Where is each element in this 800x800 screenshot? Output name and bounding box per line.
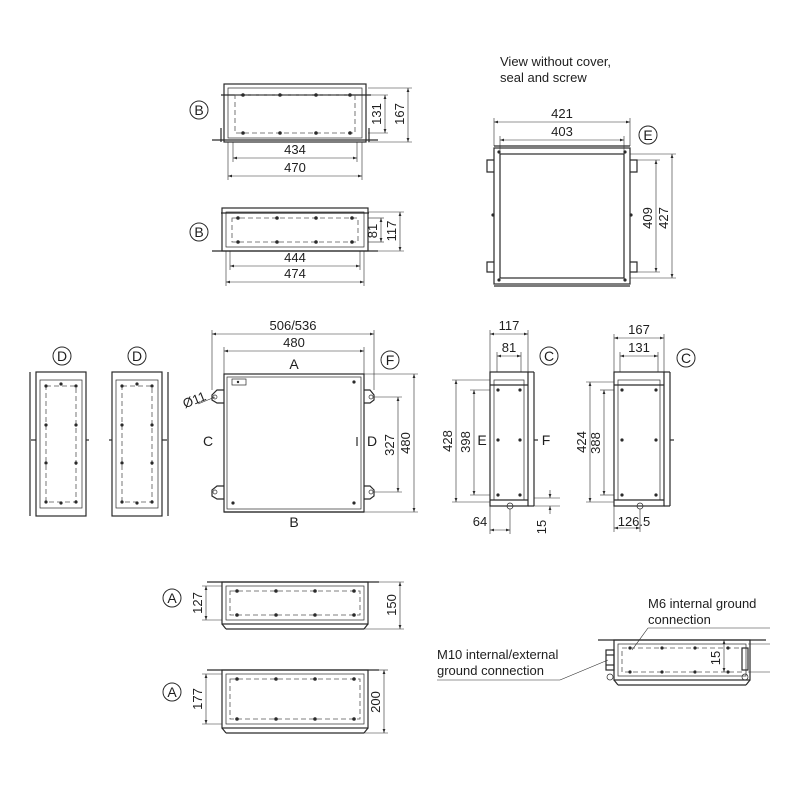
dim-b2-474: 474 xyxy=(284,266,306,281)
view-side-ef: C E F 117 81 428 398 64 xyxy=(440,318,560,534)
dim-front-506-536: 506/536 xyxy=(270,318,317,333)
dim-hole-11: Ø11 xyxy=(181,388,209,411)
dim-front-327: 327 xyxy=(382,434,397,456)
label-a1: A xyxy=(167,590,177,606)
dim-b2-81: 81 xyxy=(365,224,380,238)
callout-m6-line-2: connection xyxy=(648,612,711,627)
dim-side-c-424: 424 xyxy=(574,431,589,453)
dim-ground-15: 15 xyxy=(708,651,723,665)
dim-a2-177: 177 xyxy=(190,688,205,710)
side-label-e: E xyxy=(477,432,486,448)
label-circle-e xyxy=(638,125,658,145)
dim-side-c-131: 131 xyxy=(628,340,650,355)
dim-side-c-388: 388 xyxy=(588,432,603,454)
label-c2: C xyxy=(681,350,691,366)
callout-m10-line-1: M10 internal/external xyxy=(437,647,559,662)
dim-b1-131: 131 xyxy=(369,103,384,125)
label-circle-f xyxy=(380,350,400,370)
label-circle-c1 xyxy=(539,346,559,366)
dim-b1-470: 470 xyxy=(284,160,306,175)
note-line-1: View without cover, xyxy=(500,54,611,69)
side-label-f: F xyxy=(542,432,551,448)
dim-e-421: 421 xyxy=(551,106,573,121)
label-e: E xyxy=(643,127,652,143)
label-circle-d1 xyxy=(52,346,72,366)
label-circle-a1 xyxy=(162,588,182,608)
label-b1: B xyxy=(194,102,203,118)
view-d-left: D xyxy=(29,346,89,517)
view-e: E 421 403 409 427 xyxy=(486,106,676,287)
dim-e-409: 409 xyxy=(640,207,655,229)
dim-b1-434: 434 xyxy=(284,142,306,157)
dim-a1-127: 127 xyxy=(190,592,205,614)
dim-a1-150: 150 xyxy=(384,594,399,616)
label-d2: D xyxy=(132,348,142,364)
label-a2: A xyxy=(167,684,177,700)
dim-b2-444: 444 xyxy=(284,250,306,265)
view-side-c: C 167 131 424 388 126.5 xyxy=(574,322,696,532)
label-f: F xyxy=(386,352,395,368)
dim-side-e-428: 428 xyxy=(440,430,455,452)
label-circle-b2 xyxy=(189,222,209,242)
view-b-second: B 81 117 444 474 xyxy=(189,207,404,286)
front-label-b: B xyxy=(289,514,298,530)
dim-front-480-h: 480 xyxy=(398,432,413,454)
label-b2: B xyxy=(194,224,203,240)
dim-front-480-w: 480 xyxy=(283,335,305,350)
dim-side-e-398: 398 xyxy=(458,431,473,453)
nameplate xyxy=(231,378,247,386)
front-label-a: A xyxy=(289,356,299,372)
label-circle-a2 xyxy=(162,682,182,702)
front-label-c: C xyxy=(203,433,213,449)
dim-e-427: 427 xyxy=(656,207,671,229)
callout-m10-line-2: ground connection xyxy=(437,663,544,678)
label-c1: C xyxy=(544,348,554,364)
dim-side-e-15: 15 xyxy=(534,520,549,534)
dim-side-c-126-5: 126.5 xyxy=(618,514,651,529)
dim-e-403: 403 xyxy=(551,124,573,139)
view-ground-detail: 15 M6 internal ground connection M10 int… xyxy=(437,596,770,686)
view-b-top: B 131 167 434 470 xyxy=(189,83,412,180)
label-circle-b1 xyxy=(189,100,209,120)
dim-b1-167: 167 xyxy=(392,103,407,125)
dim-side-c-167: 167 xyxy=(628,322,650,337)
dim-side-e-64: 64 xyxy=(473,514,487,529)
dim-side-e-117: 117 xyxy=(499,318,520,333)
view-a-second: A 177 200 xyxy=(162,669,388,734)
label-d1: D xyxy=(57,348,67,364)
dim-a2-200: 200 xyxy=(368,691,383,713)
dim-side-e-81: 81 xyxy=(502,340,516,355)
view-d-right: D xyxy=(109,346,169,517)
label-circle-c2 xyxy=(676,348,696,368)
callout-m6-line-1: M6 internal ground xyxy=(648,596,756,611)
label-circle-d2 xyxy=(127,346,147,366)
view-a-top: A 127 150 xyxy=(162,581,404,630)
view-front: A B C D F 506/536 480 Ø11 327 480 xyxy=(181,318,418,530)
front-label-d: D xyxy=(367,433,377,449)
note-line-2: seal and screw xyxy=(500,70,587,85)
dim-b2-117: 117 xyxy=(384,221,399,242)
